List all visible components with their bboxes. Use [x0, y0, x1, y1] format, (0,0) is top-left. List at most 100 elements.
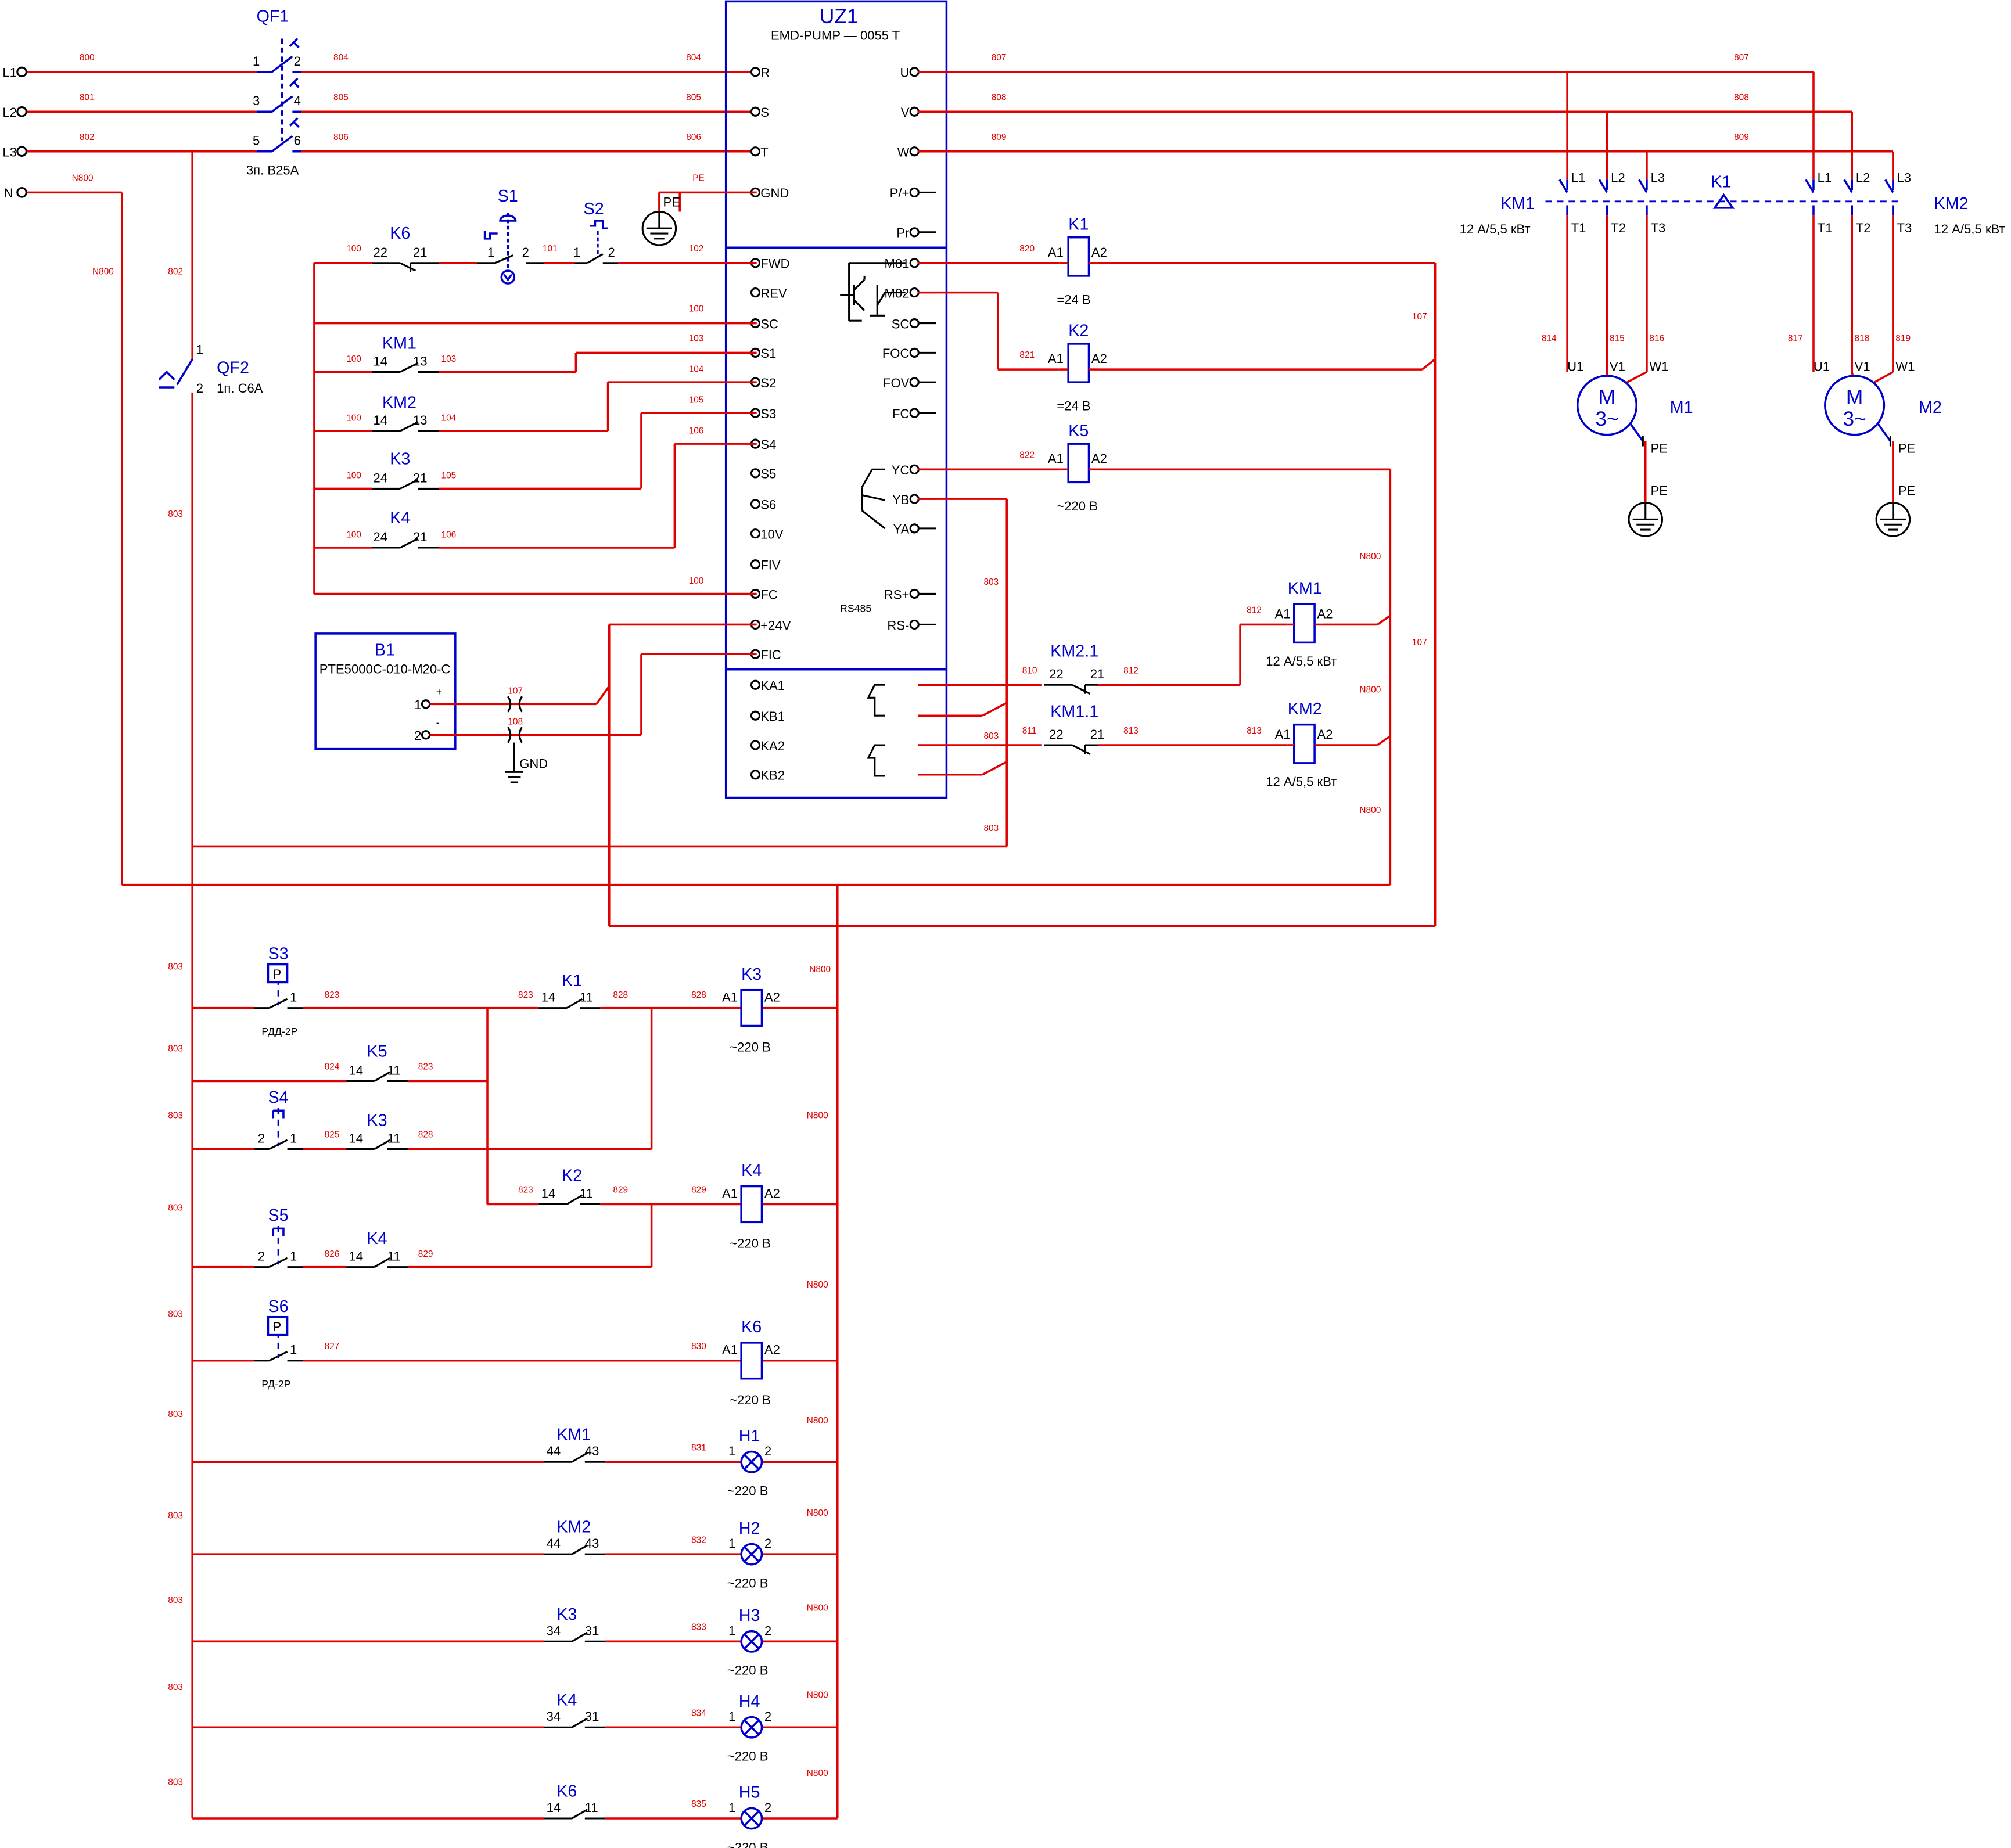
terminal-icon[interactable]	[909, 619, 920, 630]
contact-label: K4	[556, 1691, 577, 1710]
wire-label: 808	[992, 92, 1007, 102]
uz1-title: UZ1	[820, 5, 859, 28]
qf1-breaker[interactable]: QF1 1 2 3 4 5 6 3п. В25А	[246, 8, 301, 178]
terminal-icon[interactable]	[909, 464, 920, 474]
wire-label: N800	[807, 1603, 828, 1613]
terminal-icon[interactable]	[750, 559, 761, 570]
km2-aux-contact[interactable]: KM2 14 13	[372, 393, 439, 440]
s1-switch[interactable]: S1 1 2	[477, 187, 544, 285]
wire-label: 803	[168, 1110, 183, 1120]
terminal-icon[interactable]	[750, 770, 761, 780]
terminal-label: T1	[1571, 221, 1586, 235]
k3-aux-contact[interactable]: K3 24 21	[372, 450, 439, 498]
wire-label: N800	[92, 267, 114, 277]
terminal-icon[interactable]	[909, 187, 920, 197]
terminal-icon[interactable]	[909, 494, 920, 504]
km1-label: KM1	[382, 335, 416, 353]
terminal-icon[interactable]	[909, 377, 920, 387]
wire-label: 100	[346, 244, 361, 254]
terminal-icon[interactable]	[750, 287, 761, 298]
terminal-icon[interactable]	[750, 679, 761, 690]
terminal-icon[interactable]	[750, 468, 761, 479]
wire-label: 801	[80, 92, 95, 102]
pin-label: A2	[1317, 606, 1333, 621]
wire-label: 823	[518, 1185, 533, 1195]
terminal-icon[interactable]	[909, 146, 920, 157]
terminal-icon[interactable]	[750, 146, 761, 157]
terminal-icon[interactable]	[750, 106, 761, 117]
pin-label: 34	[547, 1623, 561, 1638]
wire-label: 829	[613, 1185, 628, 1195]
terminal-icon[interactable]	[909, 408, 920, 418]
terminal-icon[interactable]	[750, 499, 761, 509]
terminal-icon[interactable]	[909, 347, 920, 358]
qf2-label: QF2	[217, 359, 249, 377]
terminal-icon[interactable]	[909, 588, 920, 599]
km1-aux-contact[interactable]: KM1 14 13	[372, 335, 439, 381]
gnd-label: GND	[519, 757, 548, 771]
terminal-icon[interactable]	[909, 258, 920, 268]
uz1-terminal-label: S	[760, 105, 769, 120]
k6-contact[interactable]: K6 22 21	[372, 224, 439, 272]
sign-label: +	[436, 686, 442, 698]
uz1-terminal-label: S3	[760, 407, 776, 421]
uz1-terminal-label: FOV	[883, 376, 910, 390]
terminal-icon[interactable]	[909, 227, 920, 238]
pin-label: A1	[1048, 351, 1064, 366]
terminal-icon[interactable]	[750, 528, 761, 539]
terminal-icon[interactable]	[909, 318, 920, 329]
pin-label: 14	[541, 990, 556, 1005]
uz1-drive[interactable]: UZ1 EMD-PUMP — 0055 T RSTGNDFWDREVSCS1S2…	[641, 0, 948, 799]
terminal-icon[interactable]	[750, 710, 761, 721]
terminal-icon[interactable]	[909, 287, 920, 298]
terminal-icon[interactable]	[909, 106, 920, 117]
contact-label: KM2.1	[1050, 642, 1098, 661]
uz1-terminal-label: S1	[760, 346, 776, 361]
terminal-icon[interactable]	[909, 523, 920, 534]
terminal-icon[interactable]	[909, 67, 920, 77]
voltage-label: ~220 В	[730, 1236, 771, 1250]
qf2-breaker[interactable]: 1 2 QF2 1п. С6А	[158, 343, 263, 396]
s2-switch[interactable]: S2 1 2	[573, 200, 619, 272]
pin-label: A2	[1091, 245, 1107, 260]
terminal-icon[interactable]	[750, 740, 761, 750]
k4-aux-contact[interactable]: K4 24 21	[372, 509, 439, 557]
sensor-b1[interactable]: B1 PTE5000C-010-M20-C 1 2 + - 107 108 GN…	[314, 623, 757, 926]
pin-label: 21	[413, 245, 428, 260]
terminal-icon[interactable]	[750, 67, 761, 77]
